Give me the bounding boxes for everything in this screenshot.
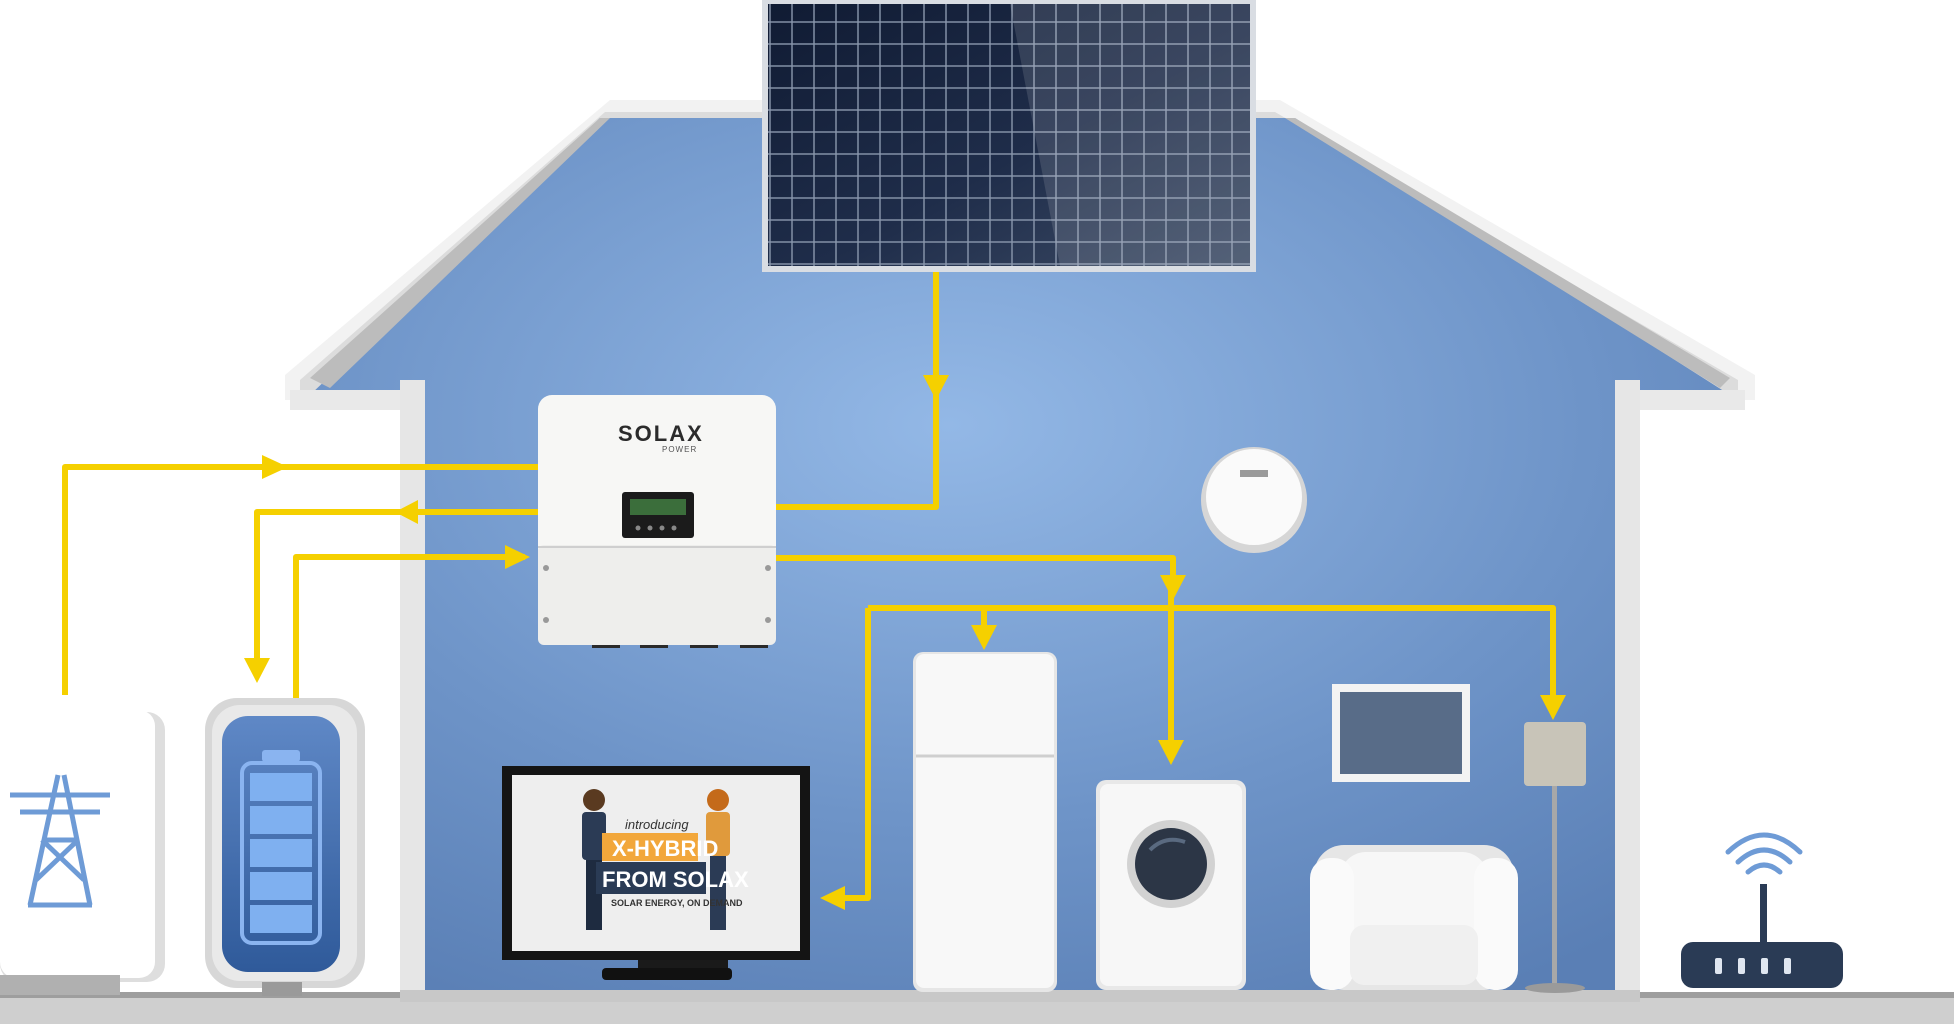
energy-flow-lines — [62, 272, 1556, 901]
floor-lamp-icon — [1524, 722, 1586, 993]
washing-machine-icon — [1096, 780, 1246, 990]
router-icon — [1681, 832, 1843, 988]
tv-intro-text: introducing — [625, 817, 689, 832]
tv-product-text: X-HYBRID — [612, 836, 718, 861]
inverter-brand-sub: POWER — [662, 445, 697, 454]
fridge-icon — [913, 652, 1057, 992]
tv-tagline-text: SOLAR ENERGY, ON DEMAND — [611, 898, 743, 908]
inverter-brand-label: SOLAX — [618, 421, 704, 446]
inverter-icon: SOLAX POWER — [538, 395, 776, 648]
picture-frame-icon — [1332, 684, 1470, 782]
smart-meter-icon — [1201, 447, 1307, 553]
flow-arrowheads — [244, 375, 1566, 910]
battery-icon — [205, 698, 365, 996]
solar-panel-icon — [762, 0, 1256, 272]
tv-from-text: FROM SOLAX — [602, 867, 749, 892]
grid-tower-icon — [0, 710, 165, 995]
armchair-icon — [1310, 845, 1518, 990]
tv-icon: introducing X-HYBRID FROM SOLAX SOLAR EN… — [502, 766, 810, 980]
